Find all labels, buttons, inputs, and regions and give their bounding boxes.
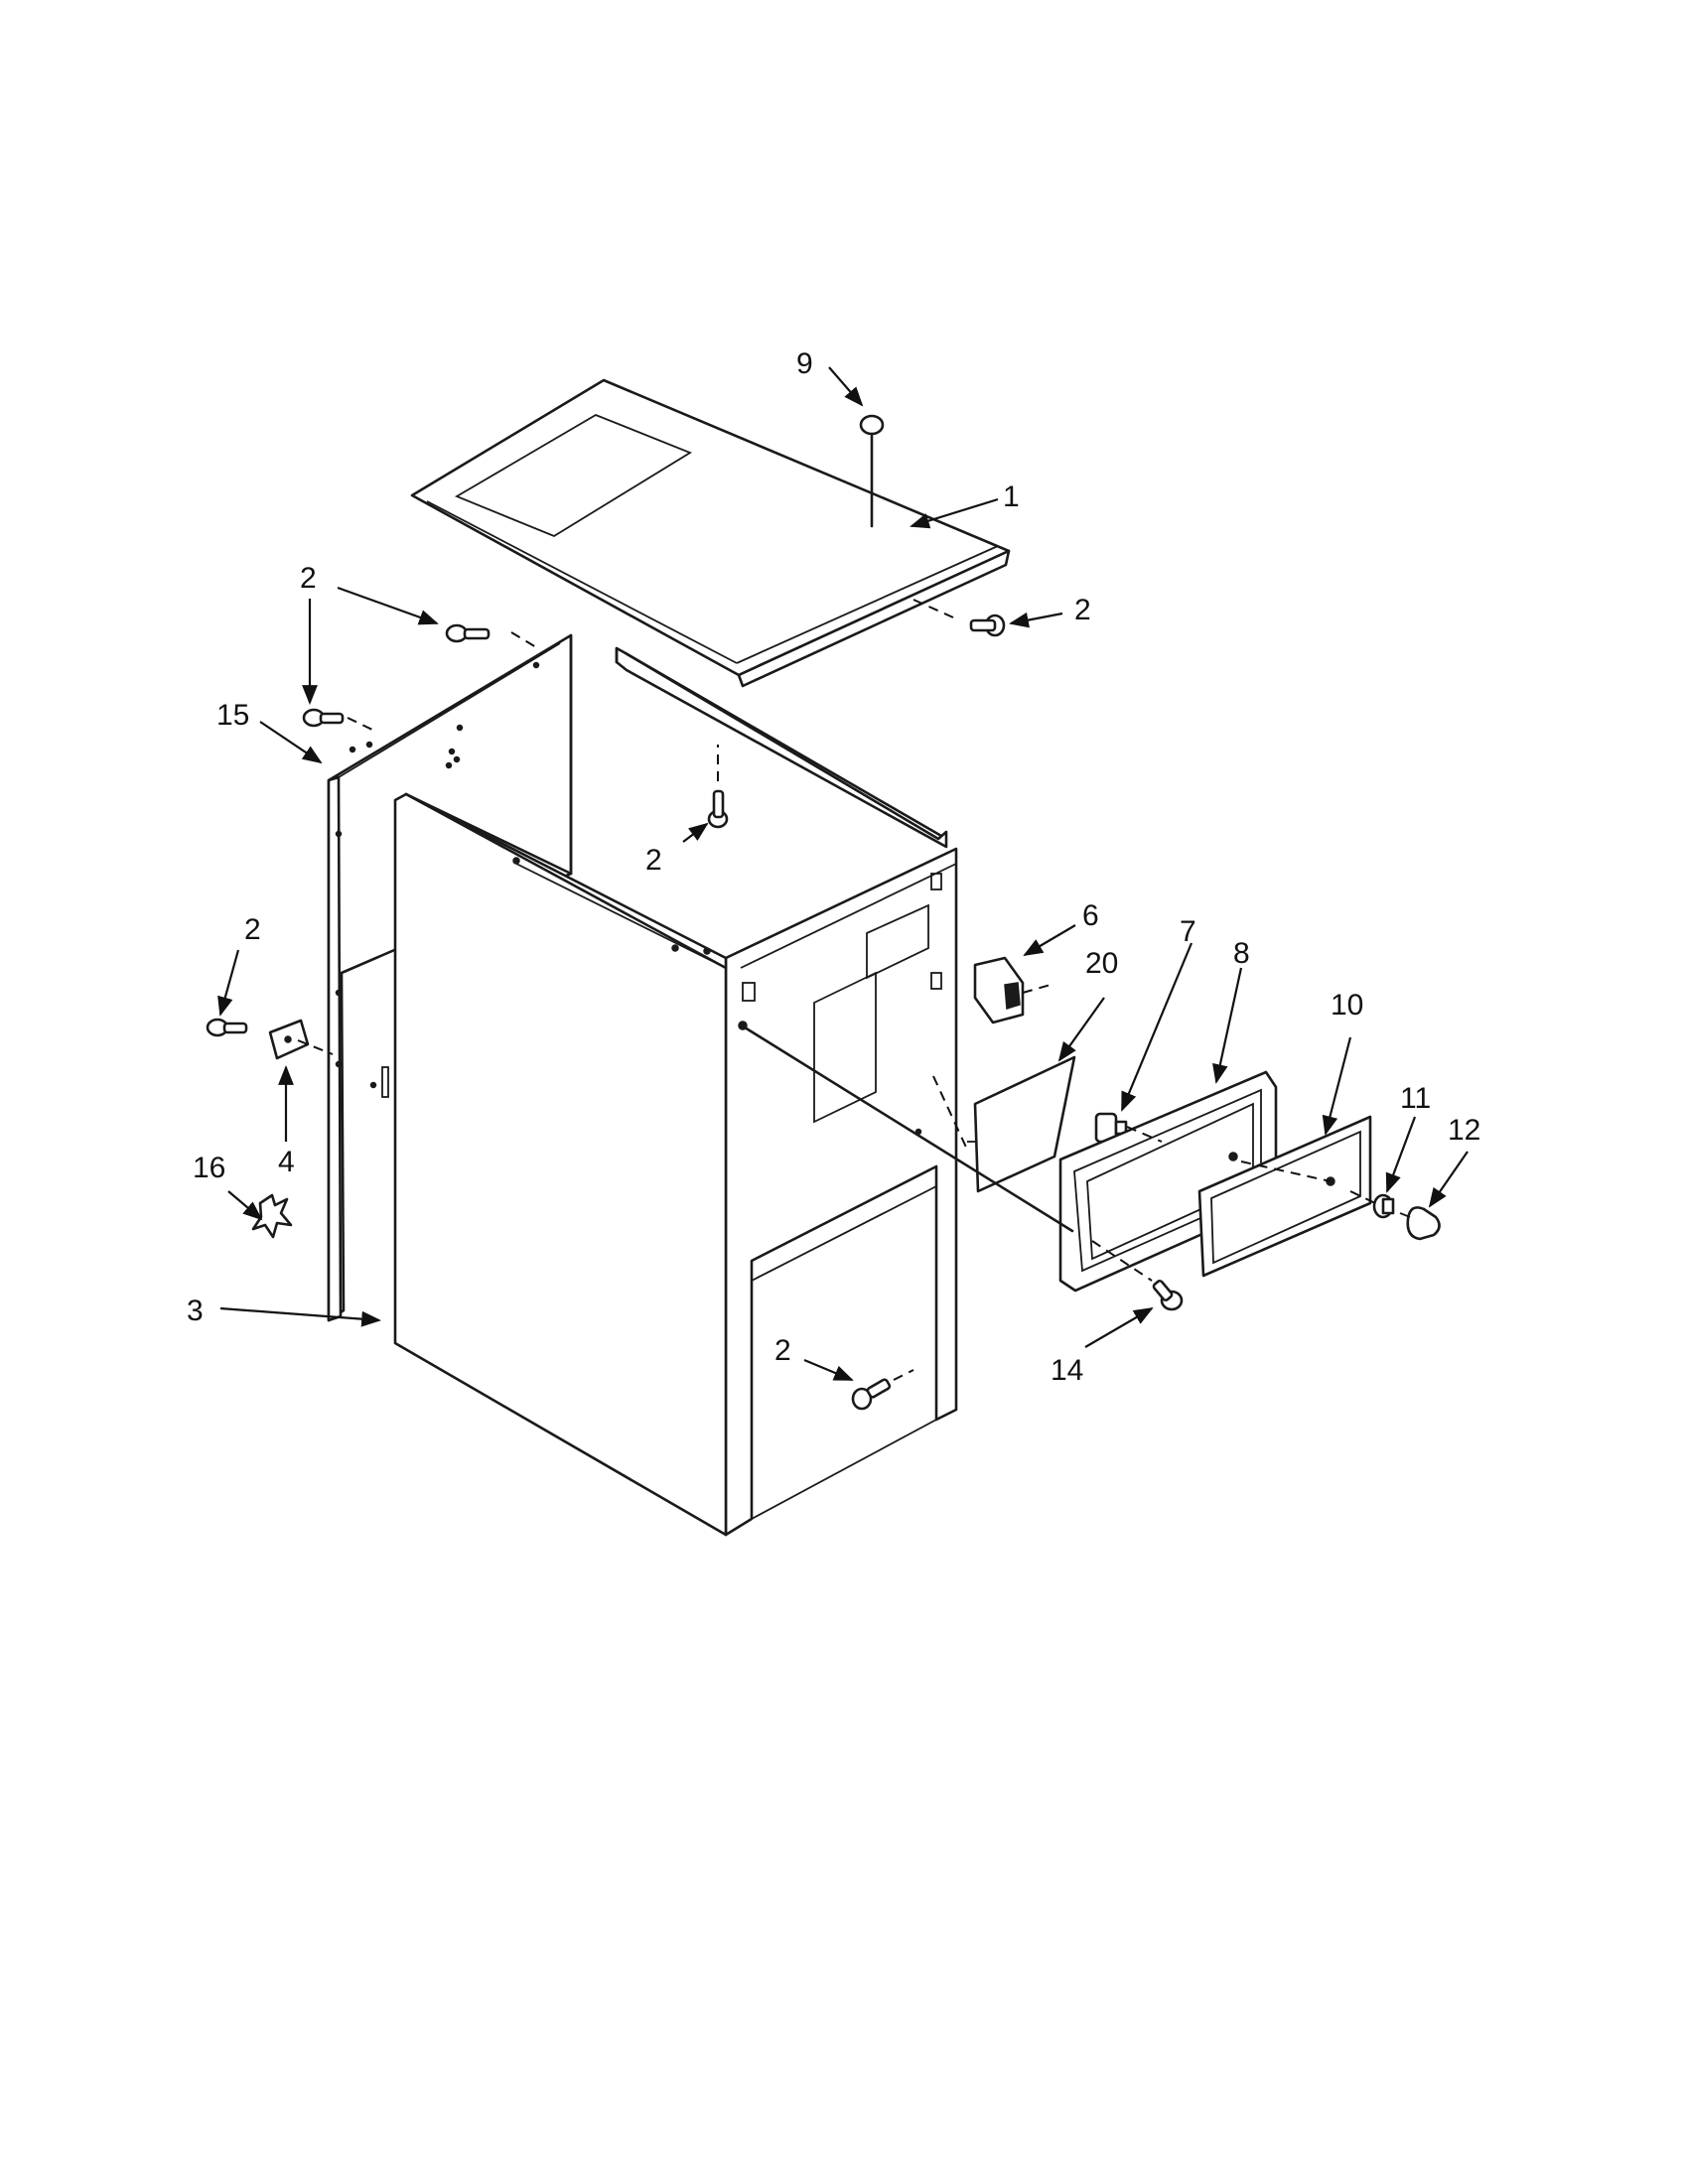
screw-top-right bbox=[969, 614, 1006, 637]
assembly-lines bbox=[297, 599, 1376, 1381]
callout-6: 6 bbox=[1082, 899, 1099, 932]
screw-top-vertical bbox=[707, 789, 729, 829]
callout-2-top-vertical: 2 bbox=[645, 844, 662, 877]
callout-2-left-bracket: 2 bbox=[244, 913, 261, 946]
callout-4: 4 bbox=[278, 1146, 295, 1178]
callout-9: 9 bbox=[796, 347, 813, 380]
leader-lines bbox=[217, 366, 1469, 1382]
screw-left-bracket bbox=[206, 1018, 248, 1037]
top-pin bbox=[859, 414, 885, 528]
knob-bushing bbox=[1372, 1193, 1395, 1219]
bracket bbox=[268, 1019, 310, 1060]
callout-2-bottom: 2 bbox=[774, 1334, 791, 1367]
control-knob bbox=[1399, 1206, 1441, 1241]
callout-2-top-right: 2 bbox=[1074, 594, 1091, 626]
screw-top-left bbox=[445, 623, 491, 643]
callout-20: 20 bbox=[1085, 947, 1118, 980]
screw-bottom-front bbox=[851, 1378, 892, 1411]
callout-labels: 9 1 2 2 2 15 2 2 6 7 8 20 10 4 11 12 16 … bbox=[187, 347, 1480, 1387]
cabinet-rear-frame bbox=[615, 646, 948, 849]
callout-7: 7 bbox=[1180, 915, 1196, 948]
callout-8: 8 bbox=[1233, 937, 1250, 970]
callout-11: 11 bbox=[1400, 1082, 1431, 1115]
cabinet-body bbox=[393, 633, 958, 1537]
screw-panel-bottom bbox=[1152, 1280, 1184, 1311]
callout-15: 15 bbox=[216, 699, 249, 732]
callout-1: 1 bbox=[1003, 480, 1020, 513]
callout-12: 12 bbox=[1448, 1114, 1480, 1147]
callout-16: 16 bbox=[193, 1152, 225, 1184]
callout-14: 14 bbox=[1051, 1354, 1083, 1387]
top-panel bbox=[410, 378, 1011, 688]
rocker-switch bbox=[973, 956, 1025, 1024]
callout-2-top-left: 2 bbox=[300, 562, 317, 595]
callout-10: 10 bbox=[1331, 989, 1363, 1022]
callout-3: 3 bbox=[187, 1295, 204, 1327]
screw-side-upper bbox=[302, 708, 345, 728]
cover-plate bbox=[967, 1055, 1076, 1193]
